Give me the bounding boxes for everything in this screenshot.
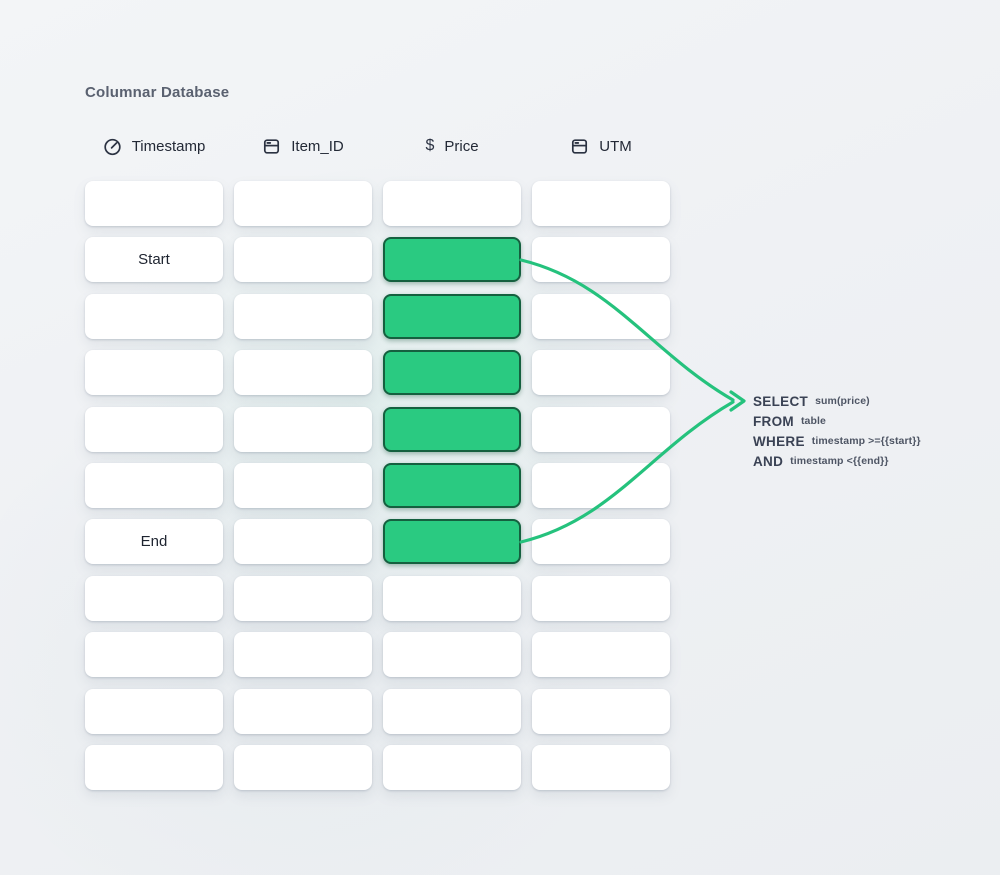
page-title: Columnar Database	[85, 84, 230, 101]
table-cell-highlighted	[383, 462, 521, 508]
table-cell	[234, 632, 372, 678]
sql-line-select: SELECT sum(price)	[753, 391, 921, 411]
table-cell	[234, 688, 372, 734]
table-cell	[532, 406, 670, 452]
table-cell	[532, 293, 670, 339]
sql-keyword: SELECT	[753, 393, 809, 409]
column-header-label: Timestamp	[131, 137, 206, 155]
dollar-icon: $	[425, 137, 435, 154]
table-cell-start: Start	[85, 237, 223, 283]
column-header-timestamp: Timestamp	[85, 133, 223, 159]
table-cell-highlighted	[383, 237, 521, 283]
sql-query-block: SELECT sum(price) FROM table WHERE times…	[753, 391, 921, 471]
column-header-price: $ Price	[383, 133, 521, 159]
sql-argument: table	[800, 415, 826, 427]
table-cell	[383, 688, 521, 734]
sql-argument: timestamp >={{start}}	[811, 435, 921, 447]
column-header-label: Price	[444, 137, 479, 155]
arrowhead-icon	[729, 390, 746, 412]
table-cell	[383, 575, 521, 621]
table-cell	[532, 350, 670, 396]
column-header-item-id: Item_ID	[234, 133, 372, 159]
database-icon	[262, 137, 281, 156]
table-cell	[532, 632, 670, 678]
table-cell	[85, 350, 223, 396]
table-cell	[234, 519, 372, 565]
table-cell	[234, 406, 372, 452]
column-headers: Timestamp Item_ID $ Price	[85, 133, 670, 159]
table-cell	[234, 181, 372, 226]
table-cell-highlighted	[383, 293, 521, 339]
table-cell	[532, 237, 670, 283]
table-cell	[532, 519, 670, 565]
sql-argument: timestamp <{{end}}	[790, 455, 889, 467]
table-cell	[532, 744, 670, 790]
table-cell	[234, 293, 372, 339]
table-cell	[383, 632, 521, 678]
table-cell	[85, 462, 223, 508]
sql-argument: sum(price)	[815, 395, 870, 407]
table-cell	[85, 688, 223, 734]
sql-keyword: FROM	[753, 413, 794, 429]
table-cell	[532, 462, 670, 508]
table-cell-highlighted	[383, 406, 521, 452]
table-cell	[85, 293, 223, 339]
table-cell	[85, 181, 223, 226]
table-cell	[532, 688, 670, 734]
table-cell	[234, 575, 372, 621]
column-header-label: UTM	[599, 137, 632, 155]
sql-keyword: WHERE	[753, 433, 805, 449]
table-cell	[85, 632, 223, 678]
table-cell-end: End	[85, 519, 223, 565]
table-cell	[234, 237, 372, 283]
sql-keyword: AND	[753, 453, 784, 469]
table-cell-highlighted	[383, 519, 521, 565]
table-cell	[532, 575, 670, 621]
column-header-label: Item_ID	[291, 137, 344, 155]
gauge-icon	[103, 137, 122, 156]
sql-line-where: WHERE timestamp >={{start}}	[753, 431, 921, 451]
table-cell	[383, 181, 521, 226]
table-cell	[234, 462, 372, 508]
table-cell	[85, 575, 223, 621]
table-cell	[234, 744, 372, 790]
table-cell	[234, 350, 372, 396]
table-cell	[383, 744, 521, 790]
table-cell	[532, 181, 670, 226]
table-cell	[85, 406, 223, 452]
column-header-utm: UTM	[532, 133, 670, 159]
sql-line-and: AND timestamp <{{end}}	[753, 451, 921, 471]
sql-line-from: FROM table	[753, 411, 921, 431]
table-cell	[85, 744, 223, 790]
database-icon	[570, 137, 589, 156]
table-cell-highlighted	[383, 350, 521, 396]
